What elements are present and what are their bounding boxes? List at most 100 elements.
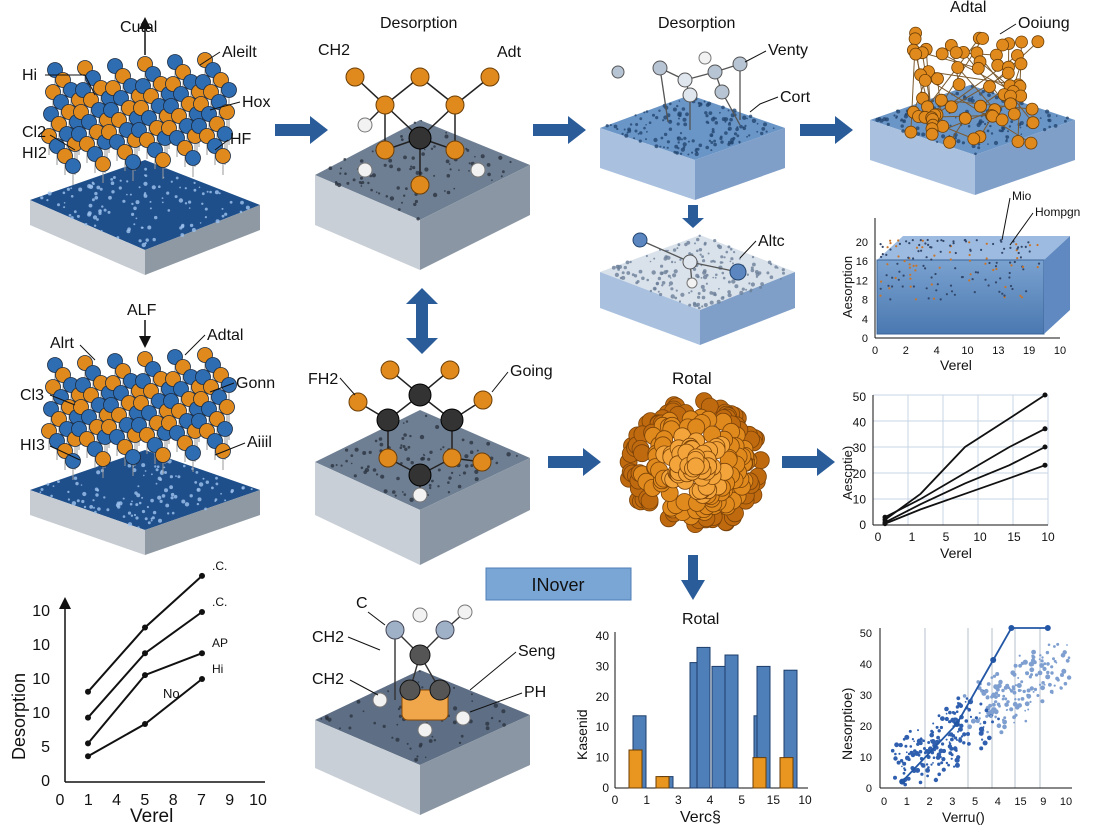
trend-point [899, 778, 906, 785]
surface-dot [416, 755, 419, 758]
cluster-atom [1015, 35, 1028, 49]
surface-dot [127, 511, 132, 515]
panel-molecule-desorption: Desorption CH2 Adt [315, 15, 530, 270]
surface-dot [202, 477, 205, 480]
surface-dot [94, 487, 99, 492]
scatter-point [1046, 670, 1050, 675]
surface-dot [936, 140, 939, 143]
scatter-point [962, 741, 966, 745]
surface-dot [412, 166, 416, 170]
surface-dot [392, 490, 396, 494]
scatter-point [1013, 721, 1015, 724]
surface-dot [663, 132, 668, 137]
atom [682, 254, 698, 270]
tick-label: 10 [973, 530, 987, 544]
surface-dot [660, 264, 664, 268]
series-label: .C. [212, 595, 227, 609]
surface-dot [982, 121, 985, 123]
tick-label: 13 [992, 345, 1004, 357]
tick-label: 10 [596, 720, 610, 734]
density-point [942, 239, 945, 243]
surface-dot [691, 151, 694, 154]
cluster-bond [927, 37, 980, 108]
surface-dot [145, 238, 149, 242]
surface-dot [420, 119, 423, 122]
surface-dot [173, 494, 178, 499]
surface-dot [879, 118, 884, 123]
surface-dot [915, 126, 920, 130]
surface-dot [442, 446, 445, 449]
bar [628, 749, 643, 789]
surface-dot [1047, 113, 1051, 118]
surface-dot [471, 700, 474, 702]
surface-dot [464, 464, 469, 468]
scatter-point [913, 749, 917, 753]
surface-dot [371, 150, 374, 153]
surface-dot [350, 454, 354, 457]
cluster-atom [1011, 135, 1025, 148]
tick-label: 1 [904, 796, 910, 808]
surface-dot [409, 434, 412, 438]
surface-dot [383, 163, 387, 167]
scatter-point [947, 763, 950, 767]
surface-dot [676, 247, 679, 250]
surface-dot [193, 188, 197, 192]
surface-dot [733, 251, 736, 254]
surface-dot [138, 186, 141, 189]
surface-dot [675, 289, 678, 292]
scatter-point [1031, 649, 1036, 655]
surface-dot [736, 126, 739, 129]
surface-dot [956, 139, 961, 144]
surface-dot [626, 271, 631, 275]
surface-dot [46, 199, 49, 202]
tick-label: 3 [949, 796, 955, 808]
surface-dot [70, 195, 74, 198]
surface-dot [405, 420, 409, 423]
surface-dot [133, 206, 137, 211]
surface-dot [427, 494, 429, 496]
surface-dot [211, 486, 214, 490]
scatter-point [925, 768, 930, 773]
series-point [142, 650, 148, 657]
surface-dot [1005, 138, 1008, 141]
surface-dot [150, 519, 153, 522]
surface-dot [651, 270, 656, 275]
density-point [949, 244, 952, 247]
density-point [1028, 244, 1032, 247]
scatter-point [957, 730, 959, 733]
surface-dot [157, 476, 162, 481]
tick-label: 40 [860, 659, 872, 671]
scatter-point [904, 734, 910, 740]
surface-dot [702, 274, 708, 280]
surface-dot [619, 276, 623, 280]
panel-ring-molecule: FH2 Going [308, 360, 553, 565]
surface-dot [668, 281, 674, 286]
scatter-point [910, 752, 916, 758]
density-point [975, 239, 978, 242]
density-point [1001, 292, 1004, 295]
scatter-point [964, 719, 969, 723]
scatter-point [945, 738, 948, 741]
density-point [879, 243, 882, 246]
surface-dot [896, 109, 899, 112]
tick-label: 0 [41, 773, 50, 790]
surface-dot [424, 756, 427, 759]
surface-dot [411, 156, 415, 160]
surface-dot [515, 454, 518, 457]
density-point [930, 283, 933, 286]
surface-dot [400, 138, 404, 142]
scatter-point [1027, 708, 1030, 711]
surface-dot [652, 113, 655, 117]
surface-dot [144, 242, 147, 245]
label-b: Adt [497, 44, 522, 61]
surface-dot [431, 479, 434, 483]
density-point [921, 239, 924, 242]
density-point [927, 297, 930, 300]
surface-dot [659, 292, 663, 297]
leader [749, 96, 779, 113]
scatter-point [988, 703, 992, 708]
tick-label: 7 [197, 792, 206, 809]
density-point [908, 266, 912, 269]
surface-dot [649, 289, 653, 293]
